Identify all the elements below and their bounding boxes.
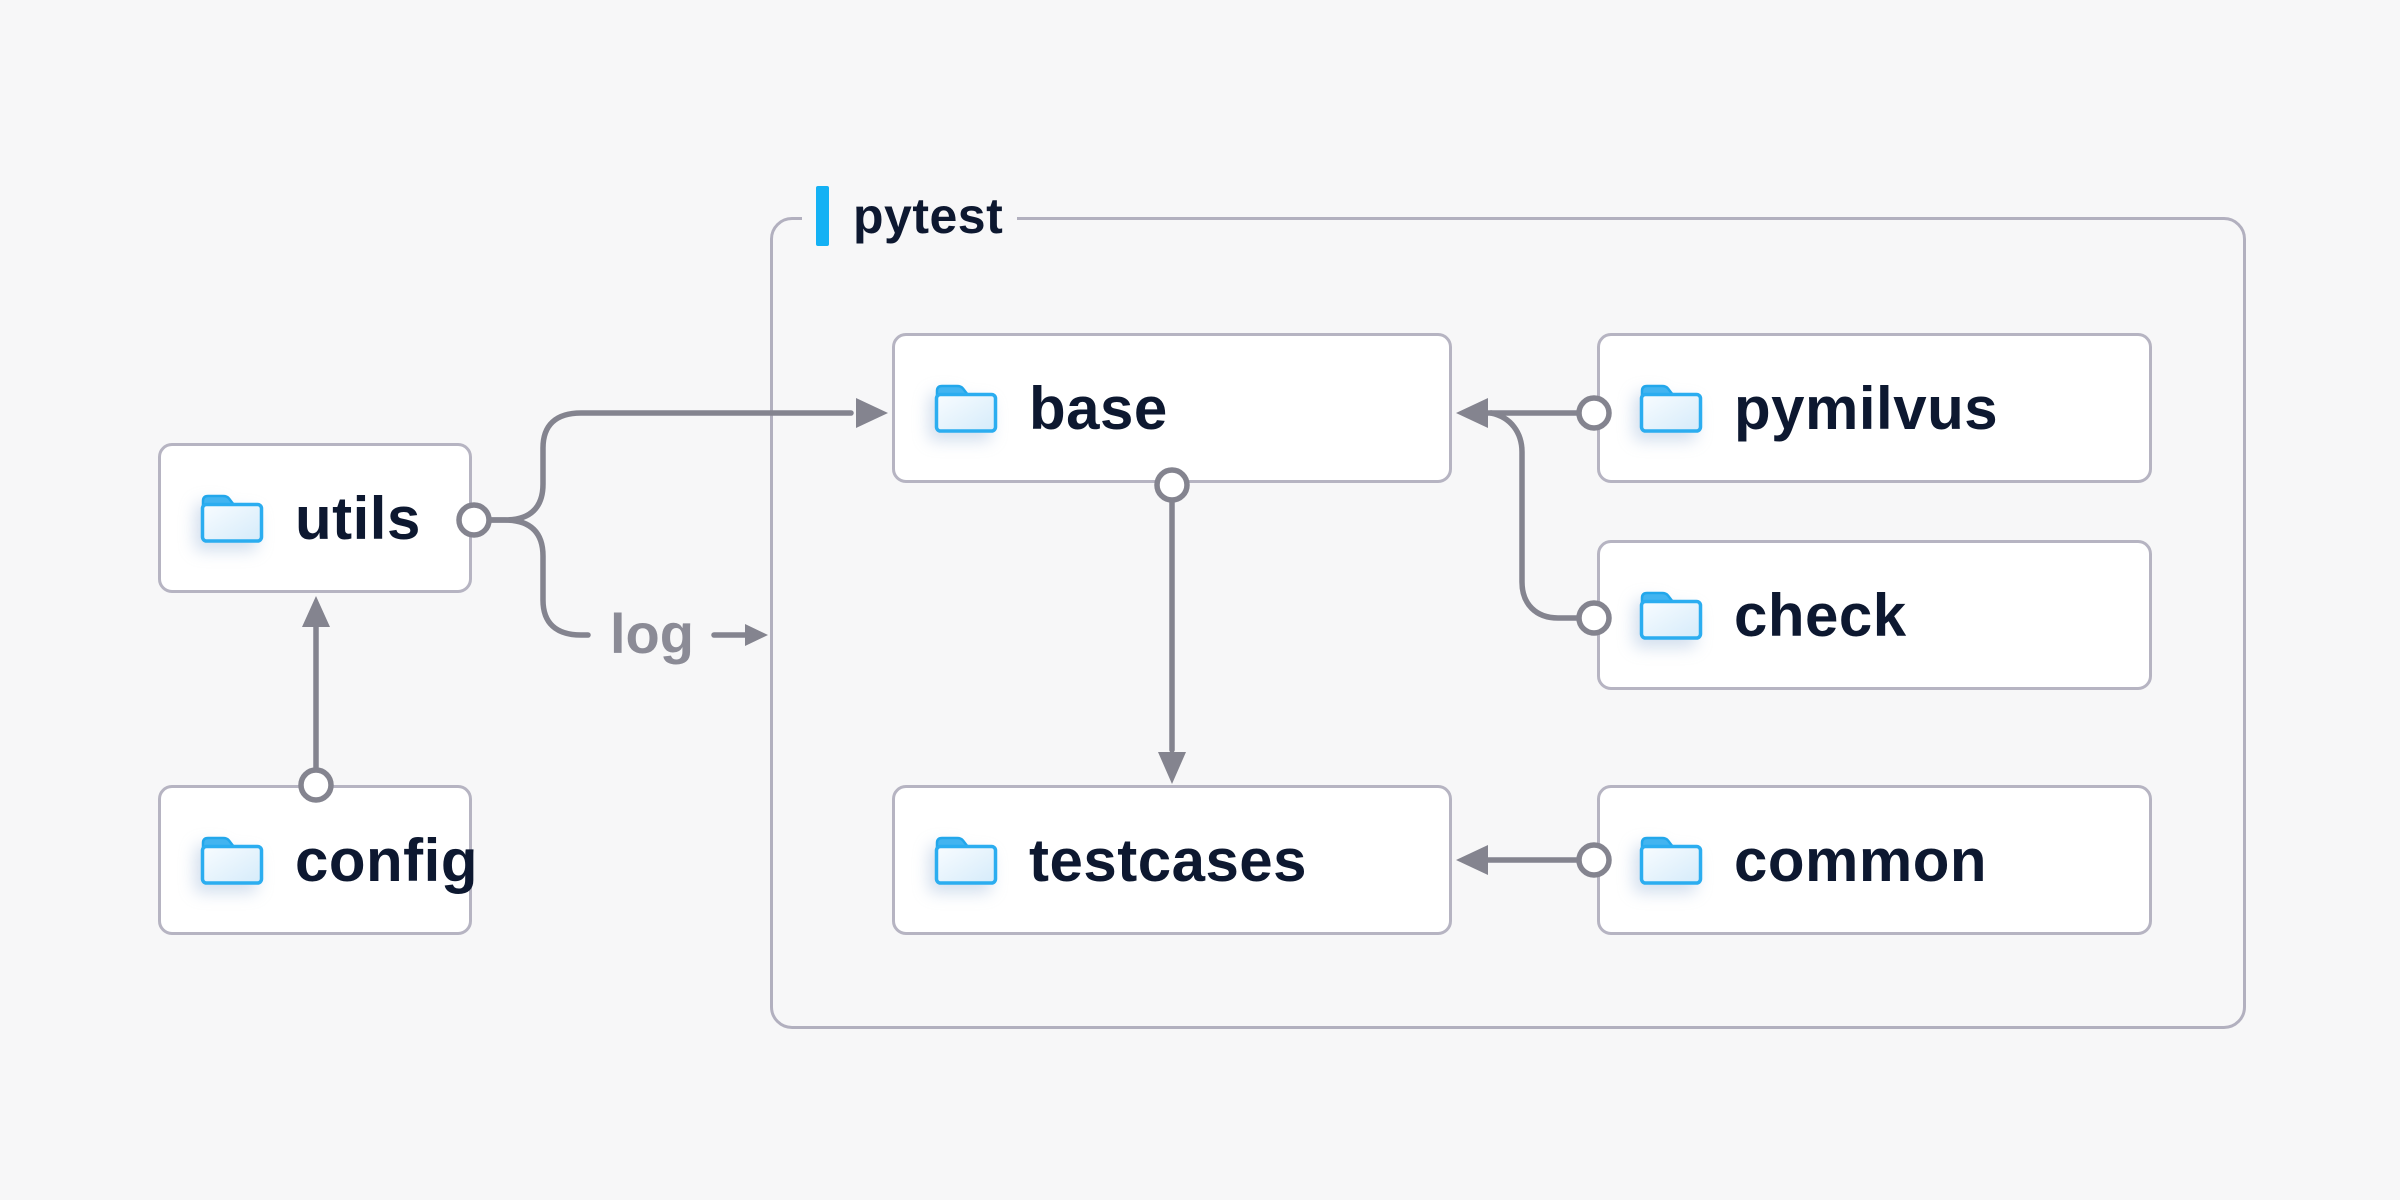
- node-utils: utils: [158, 443, 472, 593]
- folder-icon: [1639, 591, 1703, 640]
- node-label: pymilvus: [1734, 374, 1999, 442]
- pytest-group-label: pytest: [802, 185, 1018, 247]
- node-base: base: [892, 333, 1452, 483]
- node-label: utils: [295, 484, 421, 552]
- folder-icon: [934, 384, 998, 433]
- accent-bar-icon: [816, 186, 829, 246]
- folder-icon: [200, 836, 264, 885]
- folder-icon: [1639, 836, 1703, 885]
- node-pymilvus: pymilvus: [1597, 333, 2152, 483]
- node-label: testcases: [1029, 826, 1308, 894]
- folder-icon: [934, 836, 998, 885]
- folder-icon: [200, 494, 264, 543]
- node-label: check: [1734, 581, 1907, 649]
- node-label: config: [295, 826, 478, 894]
- pytest-group-container: [770, 217, 2246, 1029]
- node-label: base: [1029, 374, 1168, 442]
- group-title: pytest: [853, 188, 1004, 244]
- node-label: common: [1734, 826, 1988, 894]
- node-check: check: [1597, 540, 2152, 690]
- log-edge-label: log: [610, 602, 694, 665]
- folder-icon: [1639, 384, 1703, 433]
- node-testcases: testcases: [892, 785, 1452, 935]
- node-config: config: [158, 785, 477, 935]
- node-common: common: [1597, 785, 2152, 935]
- edge-config-utils: [298, 596, 334, 803]
